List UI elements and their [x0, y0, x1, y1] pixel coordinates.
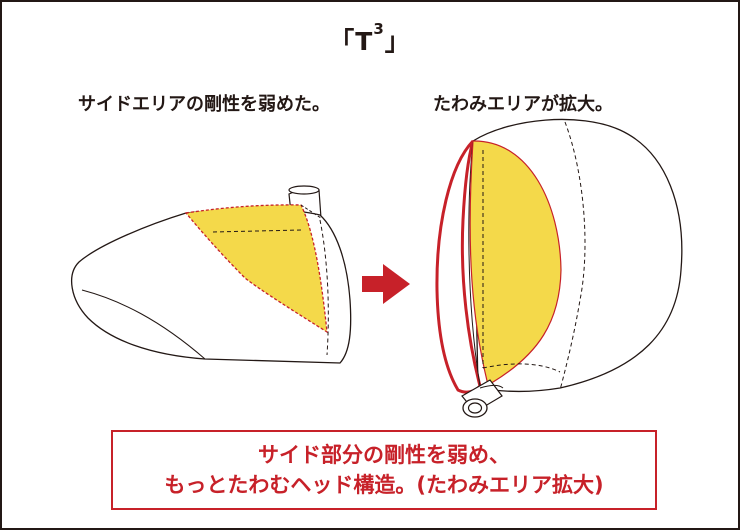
face-inner — [468, 140, 481, 387]
summary-line-2: もっとたわむヘッド構造。(たわみエリア拡大) — [164, 473, 604, 497]
title-main: T — [355, 27, 374, 56]
inner-dash-1 — [212, 229, 302, 233]
summary-line-1: サイド部分の剛性を弱め、 — [258, 443, 510, 467]
left-caption: サイドエリアの剛性を弱めた。 — [78, 94, 330, 115]
right-caption: たわみエリアが拡大。 — [433, 94, 613, 115]
title-bracket-open: 「 — [329, 27, 356, 56]
arrow-right-icon — [362, 264, 410, 304]
diagram-title: 「T3」 — [0, 20, 740, 58]
crown-dash-3 — [482, 363, 561, 373]
summary-box: サイド部分の剛性を弱め、 もっとたわむヘッド構造。(たわみエリア拡大) — [111, 430, 657, 510]
side-view-head — [71, 185, 352, 364]
front-hosel — [461, 379, 504, 418]
front-view-head — [435, 118, 683, 418]
side-flex-area — [184, 204, 328, 334]
front-flex-area — [469, 140, 562, 386]
sole-line — [81, 289, 206, 360]
crown-dash-2 — [559, 121, 586, 391]
title-bracket-close: 」 — [384, 27, 411, 56]
inner-dash-3 — [319, 219, 329, 356]
hosel-top — [288, 185, 320, 195]
inner-dash-2 — [300, 204, 322, 219]
face — [435, 139, 482, 394]
title-superscript: 3 — [373, 20, 385, 38]
